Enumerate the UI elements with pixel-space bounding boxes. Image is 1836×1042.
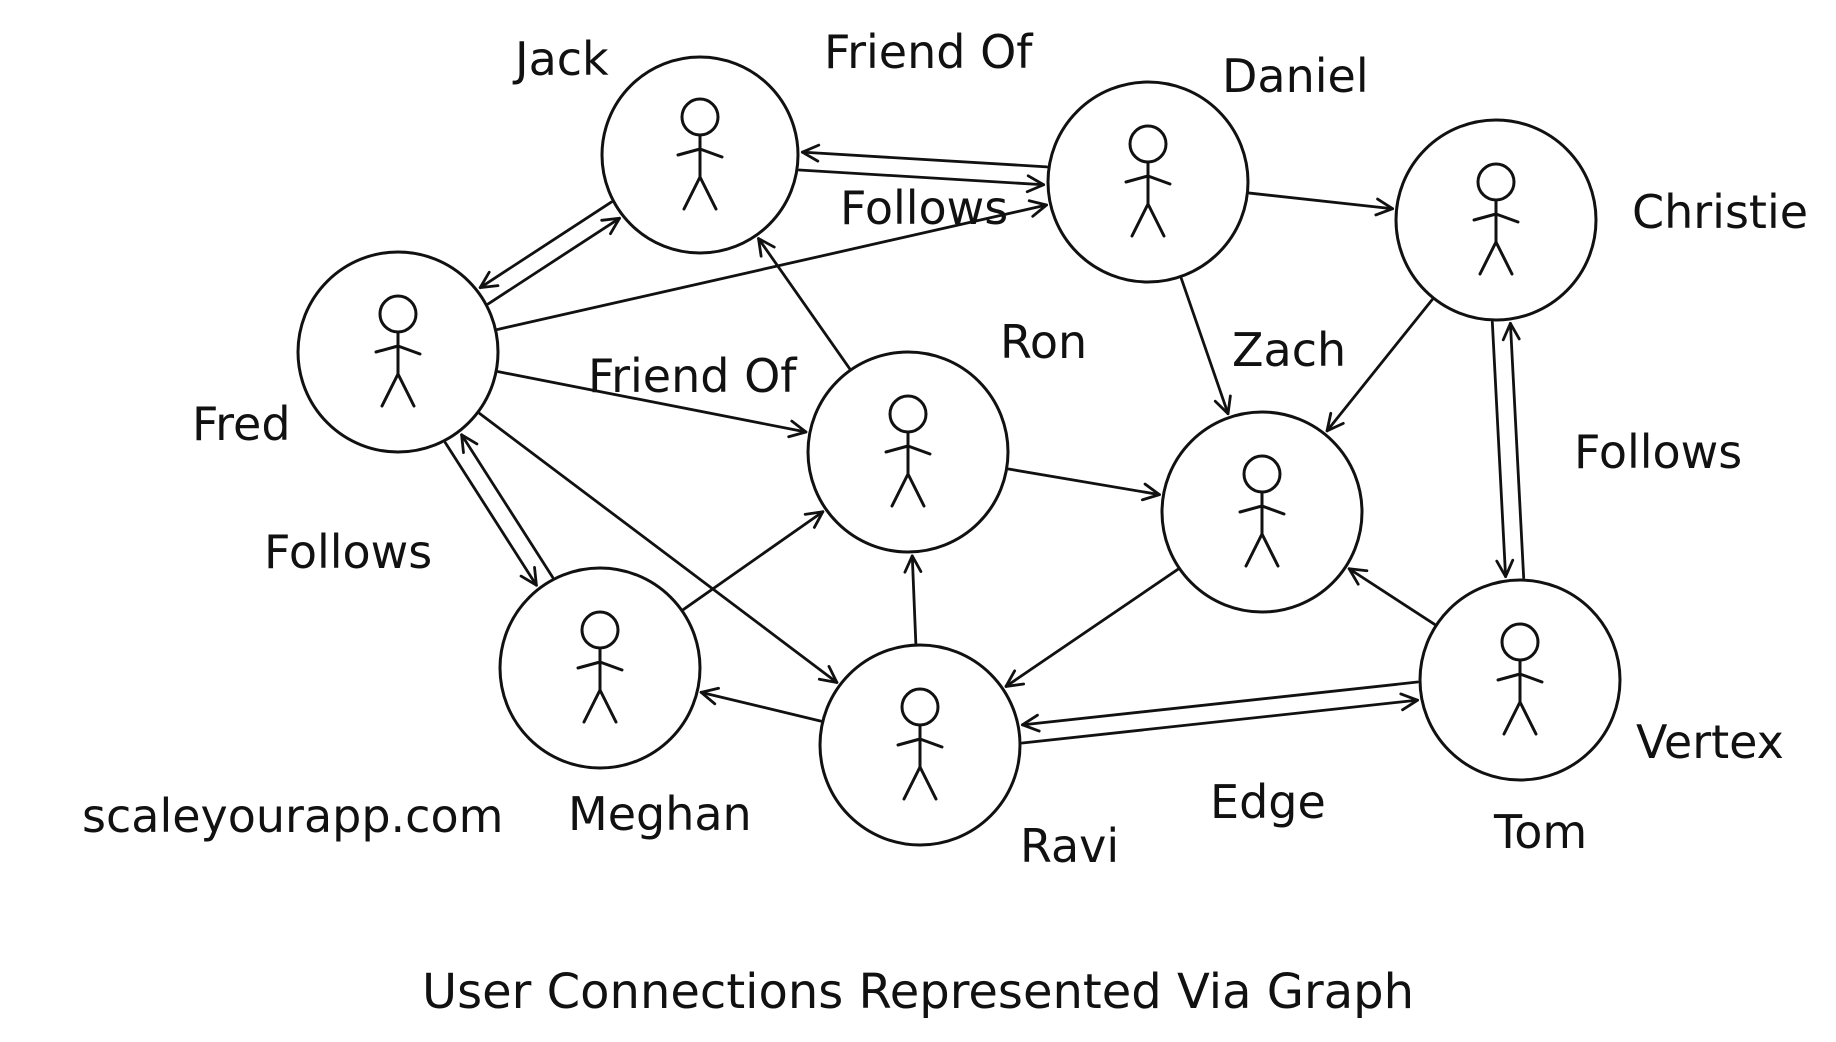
node-label-christie: Christie	[1632, 185, 1808, 239]
edge-meghan-to-fred	[460, 433, 555, 579]
person-icon	[1496, 622, 1544, 736]
diagram-title: User Connections Represented Via Graph	[422, 964, 1414, 1020]
edge-label-edge: Edge	[1210, 775, 1326, 829]
person-icon	[884, 394, 932, 508]
node-ron[interactable]	[806, 350, 1010, 554]
node-jack[interactable]	[600, 55, 800, 255]
node-christie[interactable]	[1394, 118, 1598, 322]
person-icon	[1472, 162, 1520, 276]
edge-fred-to-ravi	[478, 411, 839, 684]
edge-fred-to-jack	[486, 216, 621, 306]
node-daniel[interactable]	[1046, 80, 1250, 284]
edge-christie-to-tom	[1490, 320, 1515, 579]
edge-tom-to-zach	[1347, 567, 1436, 626]
edge-ravi-to-tom	[1020, 692, 1419, 745]
person-icon	[1124, 124, 1172, 238]
edge-label-follows-right: Follows	[1574, 425, 1742, 479]
edge-label-friend-of-mid: Friend Of	[588, 349, 798, 403]
node-label-tom: Tom	[1493, 805, 1587, 859]
edge-label-friend-of-top: Friend Of	[824, 25, 1034, 79]
person-icon	[576, 610, 624, 724]
edge-zach-to-ravi	[1004, 568, 1180, 688]
edge-tom-to-christie	[1501, 321, 1526, 580]
edge-christie-to-zach	[1325, 298, 1434, 433]
edge-ron-to-jack	[757, 237, 851, 370]
node-label-jack: Jack	[512, 32, 609, 86]
edge-fred-to-ron	[496, 370, 808, 439]
edge-daniel-to-jack	[800, 143, 1049, 169]
node-label-daniel: Daniel	[1222, 49, 1369, 103]
edge-ravi-to-ron	[903, 554, 923, 645]
edge-meghan-to-ron	[682, 510, 825, 611]
watermark: scaleyourapp.com	[82, 789, 503, 843]
edge-ron-to-zach	[1007, 467, 1161, 502]
person-icon	[896, 687, 944, 801]
edge-jack-to-daniel	[797, 168, 1046, 194]
edge-fred-to-meghan	[443, 441, 538, 587]
node-label-zach: Zach	[1232, 323, 1346, 377]
node-ravi[interactable]	[818, 643, 1022, 847]
person-icon	[1238, 454, 1286, 568]
vertex-label: Vertex	[1636, 715, 1784, 769]
edge-fred-to-daniel	[496, 199, 1048, 331]
node-fred[interactable]	[296, 250, 500, 454]
node-label-fred: Fred	[192, 397, 291, 451]
person-icon	[676, 97, 724, 211]
node-label-ravi: Ravi	[1020, 819, 1119, 873]
person-icon	[374, 294, 422, 408]
edge-jack-to-fred	[478, 200, 613, 290]
edge-daniel-to-zach	[1179, 277, 1232, 416]
edge-label-follows-left: Follows	[264, 525, 432, 579]
node-tom[interactable]	[1418, 578, 1622, 782]
edge-label-follows-top: Follows	[840, 181, 1008, 235]
edge-daniel-to-christie	[1247, 191, 1395, 217]
edges-layer	[443, 143, 1526, 745]
nodes-layer	[296, 55, 1622, 847]
edge-tom-to-ravi	[1021, 680, 1420, 733]
node-zach[interactable]	[1160, 410, 1364, 614]
edge-ravi-to-meghan	[699, 686, 823, 723]
node-label-meghan: Meghan	[568, 787, 752, 841]
node-label-ron: Ron	[1000, 315, 1087, 369]
node-meghan[interactable]	[498, 566, 702, 770]
